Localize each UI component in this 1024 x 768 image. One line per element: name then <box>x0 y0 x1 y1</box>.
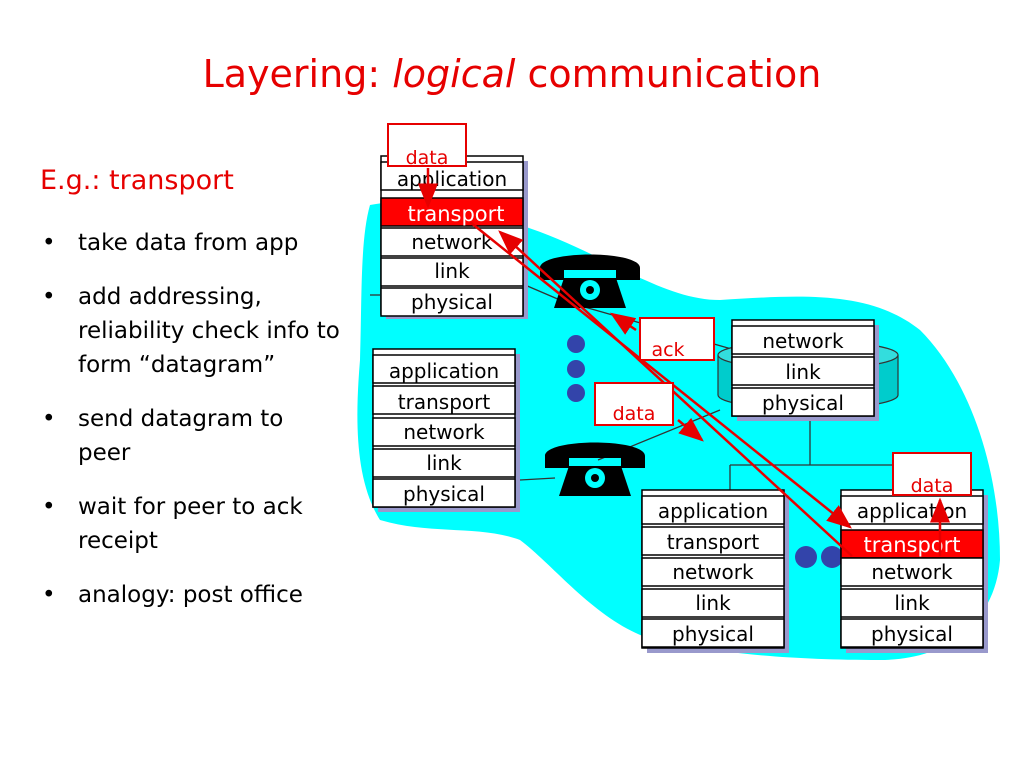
layer-physical: physical <box>403 482 485 506</box>
layer-physical: physical <box>411 290 493 314</box>
layer-transport: transport <box>667 530 760 554</box>
svg-text:data: data <box>613 403 656 425</box>
title-emphasis: logical <box>392 52 516 96</box>
layer-application: application <box>389 359 499 383</box>
telephone-icon <box>545 442 645 496</box>
ack-arrow <box>498 230 853 557</box>
left-host-stack: application transport network link physi… <box>372 348 520 512</box>
ellipsis-dots-icon <box>567 335 585 402</box>
bullet-item: analogy: post office <box>40 578 340 612</box>
layer-link: link <box>434 259 470 283</box>
dest-host-stack: application transport network link physi… <box>840 489 988 653</box>
layer-transport: transport <box>863 533 960 557</box>
bullet-item: add addressing, reliability check info t… <box>40 280 340 382</box>
svg-text:data: data <box>911 475 954 497</box>
ellipsis-dots-icon <box>795 546 843 568</box>
bullet-item: wait for peer to ack receipt <box>40 490 340 558</box>
data-tag-right: data <box>892 452 972 497</box>
bottom-host-stack: application transport network link physi… <box>641 489 789 653</box>
bullet-item: take data from app <box>40 226 340 260</box>
layer-link: link <box>426 451 462 475</box>
telephone-icon <box>540 254 640 308</box>
layer-application: application <box>397 167 507 191</box>
title-prefix: Layering: <box>202 52 393 96</box>
layer-transport: transport <box>398 390 491 414</box>
layer-physical: physical <box>871 622 953 646</box>
layer-application: application <box>658 499 768 523</box>
ack-hint-arrow <box>609 312 637 335</box>
layer-network: network <box>871 560 953 584</box>
ack-tag: ack <box>639 317 715 361</box>
router-stack: network link physical <box>731 319 879 421</box>
layer-network: network <box>403 420 485 444</box>
layer-physical: physical <box>762 391 844 415</box>
datagram-arrow <box>469 221 852 529</box>
svg-text:data: data <box>406 147 449 169</box>
svg-text:ack: ack <box>651 339 684 361</box>
layer-transport: transport <box>407 202 504 226</box>
layer-physical: physical <box>672 622 754 646</box>
bullet-list: take data from app add addressing, relia… <box>40 226 340 632</box>
data-tag-top: data <box>387 123 467 169</box>
slide-title: Layering: logical communication <box>0 52 1024 96</box>
data-hint-arrow <box>677 417 704 442</box>
layer-network: network <box>672 560 754 584</box>
title-suffix: communication <box>515 52 822 96</box>
example-heading: E.g.: transport <box>40 165 234 196</box>
layer-link: link <box>894 591 930 615</box>
layer-link: link <box>785 360 821 384</box>
data-tag-middle: data <box>594 382 674 426</box>
layer-link: link <box>695 591 731 615</box>
layer-application: application <box>857 499 967 523</box>
bullet-item: send datagram to peer <box>40 402 340 470</box>
layer-network: network <box>411 230 493 254</box>
logical-arrows <box>418 168 950 557</box>
layer-network: network <box>762 329 844 353</box>
